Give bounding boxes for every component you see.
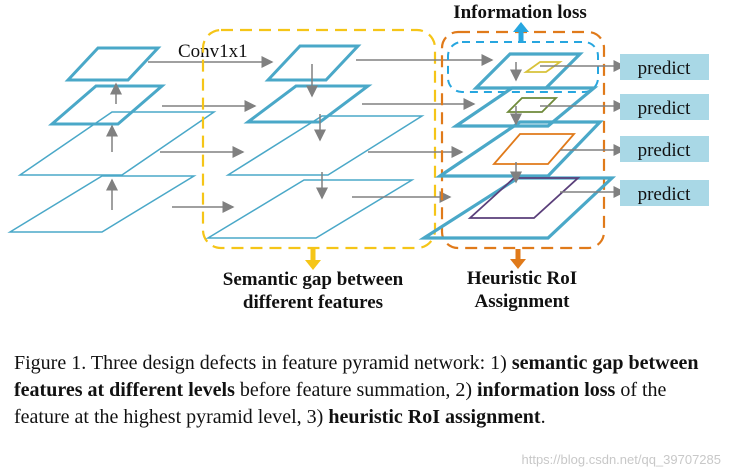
yellow-down-arrow xyxy=(305,249,321,270)
caption-bold-1: semantic gap between features at differe… xyxy=(14,352,699,401)
middle-down-arrows xyxy=(306,64,328,200)
right-layer-2 xyxy=(450,86,599,128)
middle-layer-4 xyxy=(205,179,415,239)
caption-text-2: before feature summation, 2) xyxy=(234,379,477,401)
lateral-arrows-2 xyxy=(352,54,494,203)
heuristic-roi-box xyxy=(440,30,606,250)
predict-arrows xyxy=(540,60,626,198)
right-pyramid xyxy=(418,52,617,240)
semantic-gap-label-line1: Semantic gap between xyxy=(223,269,404,290)
left-layer-3 xyxy=(17,111,217,176)
conv-label: Conv1x1 xyxy=(178,41,248,62)
caption-prefix: Figure 1. Three design defects in featur… xyxy=(14,352,512,374)
right-layer-1 xyxy=(472,52,584,90)
middle-layer-2 xyxy=(243,84,373,124)
heuristic-roi-label-line1: Heuristic RoI xyxy=(467,268,577,289)
left-layer-1 xyxy=(64,46,162,82)
information-loss-box xyxy=(447,41,599,93)
right-layer-3 xyxy=(434,120,604,178)
semantic-gap-box xyxy=(201,28,437,250)
left-pyramid xyxy=(7,46,217,233)
caption-bold-2: information loss xyxy=(477,379,616,401)
semantic-gap-label-line2: different features xyxy=(243,292,383,313)
middle-layer-3 xyxy=(225,115,425,176)
predict-box-4 xyxy=(620,180,709,206)
predict-boxes: predict predict predict predict xyxy=(620,54,709,206)
roi-box-yellow xyxy=(523,61,563,73)
predict-label-3: predict xyxy=(638,140,691,161)
heuristic-roi-label-line2: Assignment xyxy=(474,291,570,312)
middle-pyramid xyxy=(205,44,425,239)
roi-box-purple xyxy=(467,177,581,219)
predict-box-1 xyxy=(620,54,709,80)
lateral-arrows-1 xyxy=(148,56,274,213)
figure-caption: Figure 1. Three design defects in featur… xyxy=(14,350,714,431)
roi-box-orange xyxy=(492,133,576,165)
caption-text-3: of the feature at the highest pyramid le… xyxy=(14,379,667,428)
caption-text-4: . xyxy=(540,406,546,428)
predict-label-2: predict xyxy=(638,98,691,119)
roi-box-green xyxy=(505,97,559,113)
right-layer-4 xyxy=(418,176,617,240)
roi-boxes xyxy=(467,61,581,219)
watermark: https://blog.csdn.net/qq_39707285 xyxy=(521,452,722,467)
left-up-arrows xyxy=(106,82,122,210)
predict-box-3 xyxy=(620,136,709,162)
caption-bold-3: heuristic RoI assignment xyxy=(328,406,541,428)
predict-label-4: predict xyxy=(638,184,691,205)
predict-label-1: predict xyxy=(638,58,691,79)
left-layer-2 xyxy=(47,84,167,126)
information-loss-label: Information loss xyxy=(453,2,587,23)
blue-up-arrow xyxy=(513,22,529,42)
predict-box-2 xyxy=(620,94,709,120)
left-layer-4 xyxy=(7,175,197,233)
orange-down-arrow xyxy=(510,249,526,269)
middle-layer-1 xyxy=(264,44,362,82)
